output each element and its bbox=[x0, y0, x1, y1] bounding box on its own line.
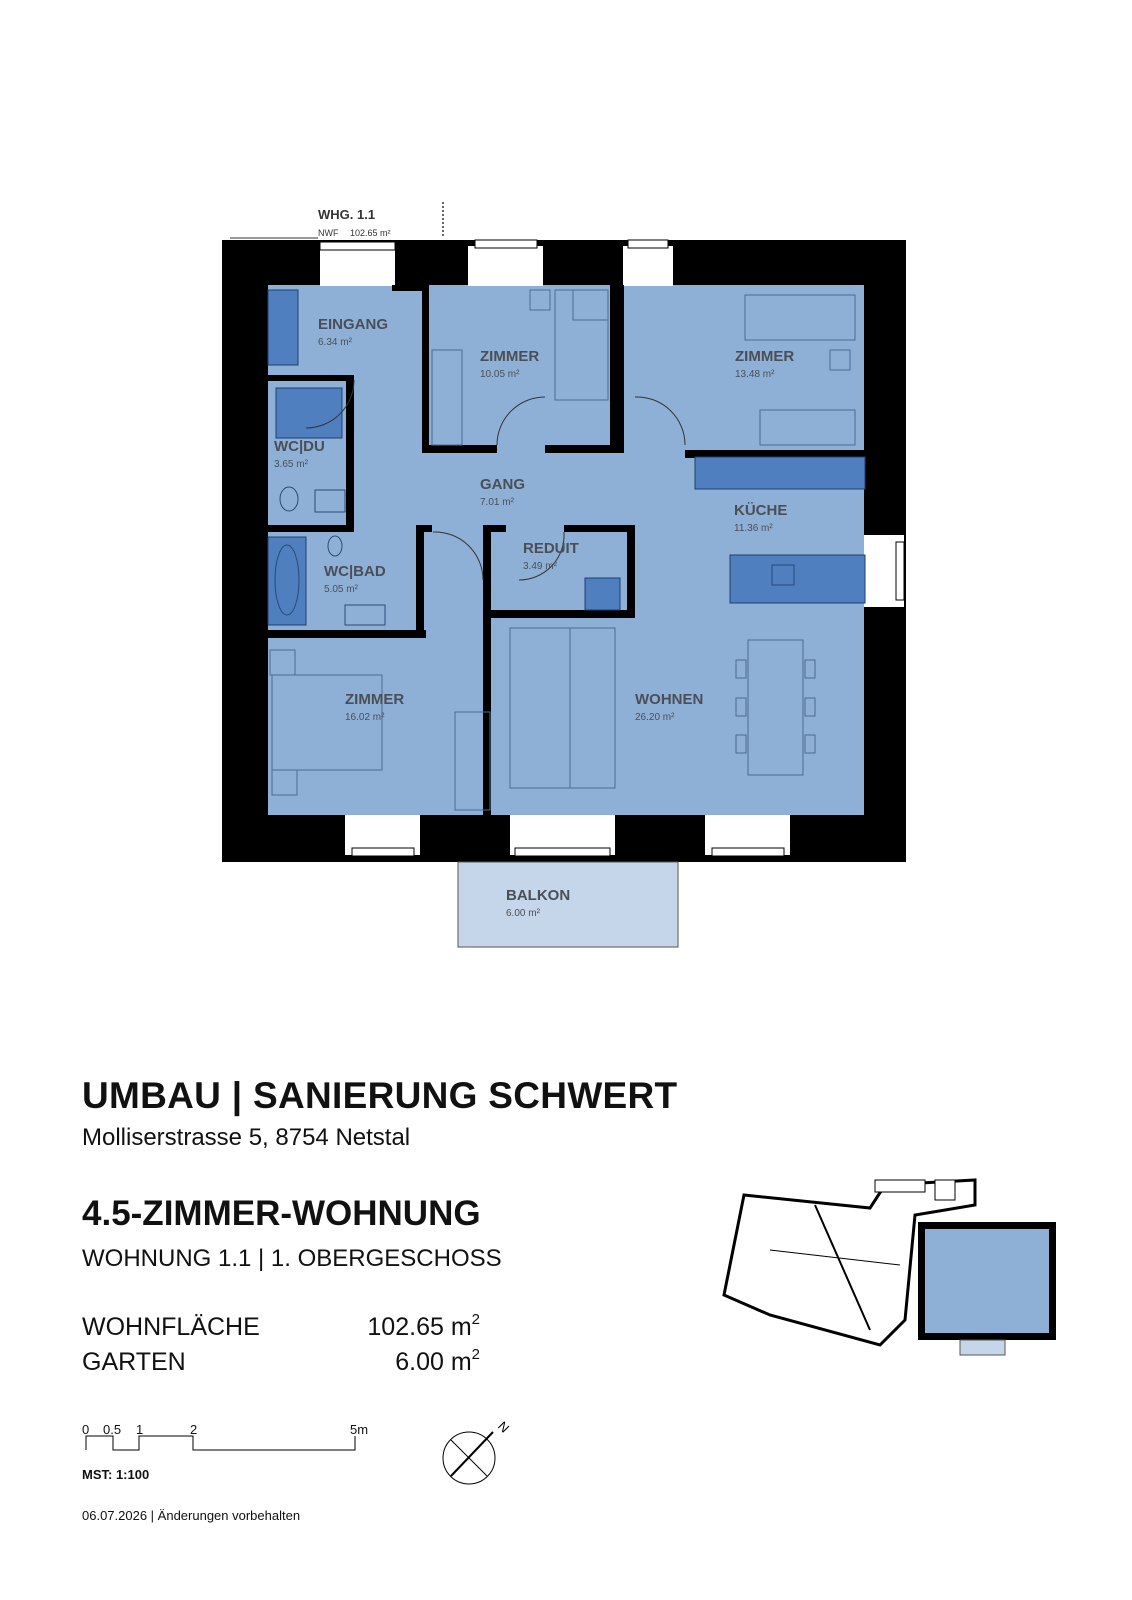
interior-floor bbox=[268, 285, 864, 815]
room-area-balkon: 6.00 m² bbox=[506, 908, 541, 919]
room-name-wcdu: WC|DU bbox=[274, 438, 325, 455]
room-area-eingang: 6.34 m² bbox=[318, 337, 353, 348]
compass-icon: N bbox=[442, 1418, 512, 1485]
garten-value-row: 6.00 m2 bbox=[395, 1346, 480, 1377]
room-area-wcdu: 3.65 m² bbox=[274, 459, 309, 470]
project-address: Molliserstrasse 5, 8754 Netstal bbox=[82, 1124, 411, 1151]
room-name-wohnen: WOHNEN bbox=[635, 691, 703, 708]
room-name-eingang: EINGANG bbox=[318, 316, 388, 333]
window-bottom-1 bbox=[345, 815, 420, 857]
room-name-zimmer-1: ZIMMER bbox=[480, 348, 539, 365]
room-area-zimmer-2: 13.48 m² bbox=[735, 369, 775, 380]
room-area-wohnen: 26.20 m² bbox=[635, 712, 675, 723]
apartment-type: 4.5-ZIMMER-WOHNUNG bbox=[82, 1194, 481, 1233]
door-swings bbox=[305, 379, 686, 581]
sanitary bbox=[274, 486, 795, 626]
nwf-label: NWF bbox=[318, 228, 339, 238]
window-top-1 bbox=[319, 241, 396, 286]
unit-label: WHG. 1.1 bbox=[318, 207, 375, 222]
key-plan bbox=[722, 1178, 1056, 1356]
scale-tick-label: 1 bbox=[136, 1422, 144, 1437]
room-area-kueche: 11.36 m² bbox=[734, 523, 773, 534]
garten-value: 6.00 m bbox=[395, 1348, 472, 1376]
window-bottom-2 bbox=[510, 815, 615, 857]
scale-ratio: MST: 1:100 bbox=[82, 1467, 150, 1482]
nwf-value: 102.65 m² bbox=[350, 228, 391, 238]
room-name-zimmer-3: ZIMMER bbox=[345, 691, 404, 708]
unit-floor-line: WOHNUNG 1.1 | 1. OBERGESCHOSS bbox=[82, 1245, 502, 1272]
project-title: UMBAU | SANIERUNG SCHWERT bbox=[82, 1075, 678, 1116]
garten-label: GARTEN bbox=[82, 1348, 186, 1376]
compass-north-label: N bbox=[495, 1418, 512, 1435]
unit-superscript: 2 bbox=[471, 1311, 480, 1328]
fixtures bbox=[267, 289, 866, 626]
unit-superscript: 2 bbox=[471, 1346, 480, 1363]
room-area-reduit: 3.49 m² bbox=[523, 561, 558, 572]
room-name-reduit: REDUIT bbox=[523, 540, 579, 557]
balkon-area bbox=[457, 861, 679, 948]
wohnflaeche-label: WOHNFLÄCHE bbox=[82, 1313, 260, 1341]
footer-note: 06.07.2026 | Änderungen vorbehalten bbox=[82, 1508, 301, 1523]
room-area-zimmer-1: 10.05 m² bbox=[480, 369, 520, 380]
room-name-wcbad: WC|BAD bbox=[324, 563, 386, 580]
window-top-2 bbox=[468, 239, 543, 286]
window-right bbox=[864, 535, 905, 607]
scale-bar bbox=[85, 1435, 356, 1451]
furniture bbox=[269, 289, 856, 811]
scale-tick-label: 0.5 bbox=[103, 1422, 122, 1437]
room-name-balkon: BALKON bbox=[506, 887, 570, 904]
interior-walls bbox=[268, 285, 865, 815]
room-area-wcbad: 5.05 m² bbox=[324, 584, 359, 595]
room-name-kueche: KÜCHE bbox=[734, 502, 787, 519]
window-bottom-3 bbox=[705, 815, 790, 857]
window-top-3 bbox=[623, 239, 673, 286]
room-name-zimmer-2: ZIMMER bbox=[735, 348, 794, 365]
wohnflaeche-value-row: 102.65 m2 bbox=[367, 1311, 480, 1342]
scale-tick-label: 5m bbox=[350, 1422, 369, 1437]
room-area-zimmer-3: 16.02 m² bbox=[345, 712, 385, 723]
wohnflaeche-value: 102.65 m bbox=[367, 1313, 472, 1341]
room-name-gang: GANG bbox=[480, 476, 525, 493]
scale-tick-label: 2 bbox=[190, 1422, 198, 1437]
room-area-gang: 7.01 m² bbox=[480, 497, 515, 508]
scale-tick-label: 0 bbox=[82, 1422, 90, 1437]
